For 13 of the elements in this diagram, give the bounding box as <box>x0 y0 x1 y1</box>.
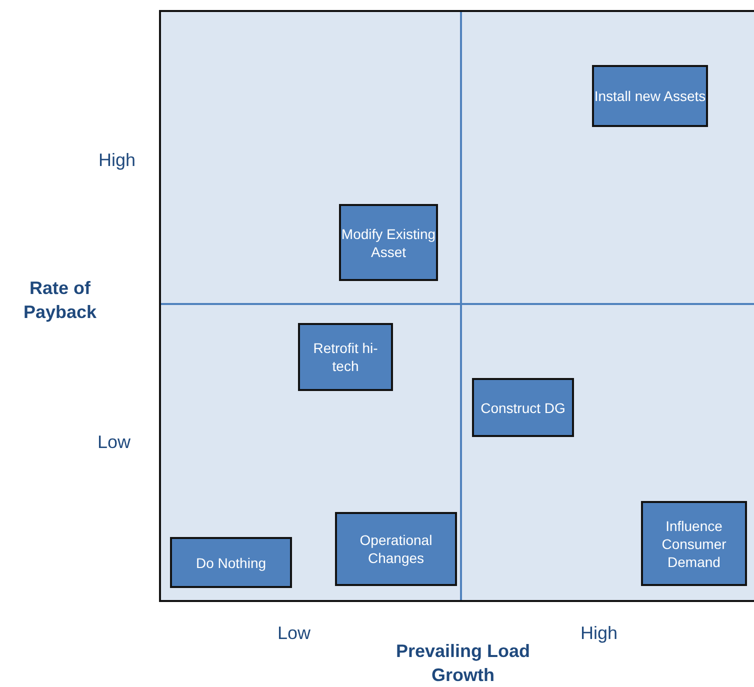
option-box: Retrofit hi-tech <box>298 323 393 391</box>
axis-title: Prevailing Load Growth <box>394 640 532 687</box>
axis-level-label: High <box>579 622 619 645</box>
option-box: Do Nothing <box>170 537 292 588</box>
option-box: Modify Existing Asset <box>339 204 438 281</box>
option-box: Operational Changes <box>335 512 457 586</box>
axis-level-label: High <box>97 149 137 172</box>
option-box: Construct DG <box>472 378 574 437</box>
axis-level-label: Low <box>96 431 132 454</box>
option-box: Influence Consumer Demand <box>641 501 747 586</box>
axis-title: Rate of Payback <box>22 277 98 324</box>
option-box: Install new Assets <box>592 65 708 127</box>
axis-level-label: Low <box>276 622 312 645</box>
